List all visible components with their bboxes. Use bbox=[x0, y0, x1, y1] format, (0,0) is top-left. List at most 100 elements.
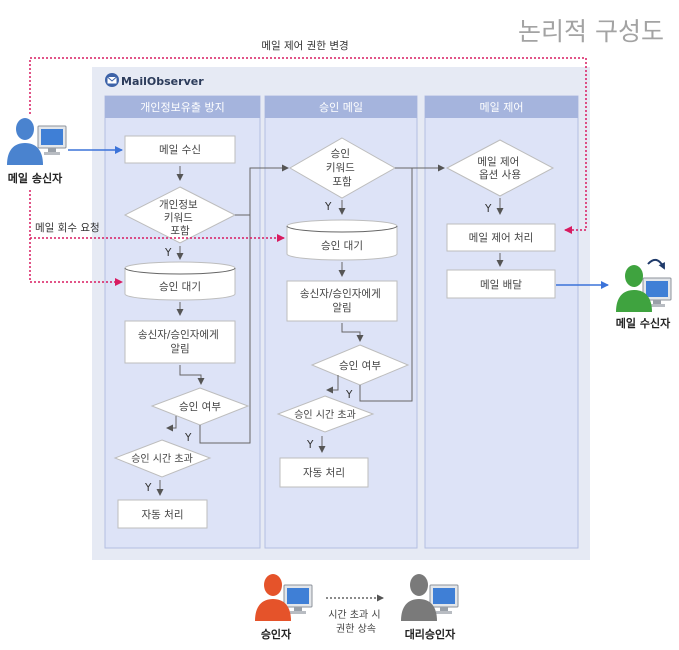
approved-label: 승인 여부 bbox=[179, 401, 221, 413]
label-line: 키워드 bbox=[326, 161, 355, 174]
control-option-decision bbox=[445, 139, 555, 197]
sender-actor: 메일 송신자 bbox=[7, 118, 67, 185]
privacy-keyword-label: 개인정보 키워드 포함 bbox=[159, 199, 201, 237]
recall-request-label: 메일 회수 요청 bbox=[35, 221, 100, 234]
approval-wait-queue bbox=[286, 219, 398, 261]
notify-label: 송신자/승인자에게 알림 bbox=[138, 329, 222, 355]
flow-arrow bbox=[326, 375, 339, 394]
receive-mail-label: 메일 수신 bbox=[159, 143, 201, 156]
approval-keyword-label: 승인 키워드 포함 bbox=[326, 148, 358, 188]
label-line: 개인정보 bbox=[159, 199, 198, 211]
monitor-stand bbox=[294, 607, 302, 611]
approval-keyword-decision bbox=[288, 137, 397, 199]
mailobserver-logo: MailObserver bbox=[105, 73, 204, 88]
timeout-decision bbox=[276, 395, 375, 433]
monitor-stand bbox=[653, 300, 661, 304]
connector-line bbox=[359, 168, 413, 402]
notify-box bbox=[286, 280, 398, 322]
label-line: 포함 bbox=[332, 176, 352, 188]
screen bbox=[287, 588, 309, 604]
privacy-keyword-decision bbox=[123, 186, 237, 244]
control-process-box bbox=[446, 223, 556, 252]
column-header bbox=[105, 96, 260, 118]
label-line: 승인 bbox=[331, 148, 350, 160]
timeout-decision bbox=[113, 439, 212, 478]
yes-label: Y bbox=[345, 389, 353, 401]
envelope-logo-icon bbox=[105, 73, 119, 87]
approval-wait-label: 승인 대기 bbox=[321, 240, 363, 252]
label-line: 메일 제어 bbox=[477, 155, 519, 168]
delegate-actor: 대리승인자 bbox=[401, 574, 459, 641]
auto-process-label: 자동 처리 bbox=[303, 467, 345, 479]
notify-box bbox=[124, 320, 236, 364]
control-option-label: 메일 제어 옵션 사용 bbox=[477, 155, 522, 181]
connector-arrow-to-approval bbox=[199, 164, 289, 444]
person-head bbox=[625, 265, 643, 287]
label-line: 알림 bbox=[332, 302, 351, 314]
note-line: 시간 초과 시 bbox=[328, 609, 380, 621]
person-body bbox=[616, 290, 652, 312]
label-line: 송신자/승인자에게 bbox=[300, 288, 381, 300]
approval-wait-queue bbox=[124, 261, 236, 301]
diagram-title: 논리적 구성도 bbox=[518, 17, 664, 46]
user-computer-icon bbox=[255, 574, 313, 621]
queue-rim bbox=[124, 267, 236, 275]
column-header bbox=[425, 96, 578, 118]
user-computer-refresh-icon bbox=[616, 258, 672, 312]
column-header-label: 메일 제어 bbox=[480, 100, 524, 114]
sender-label: 메일 송신자 bbox=[8, 171, 63, 185]
yes-label: Y bbox=[144, 482, 152, 494]
auto-process-box bbox=[279, 457, 369, 488]
flow-arrow bbox=[341, 323, 364, 342]
screen bbox=[433, 588, 455, 604]
screen bbox=[646, 281, 668, 297]
column-header-label: 승인 메일 bbox=[319, 100, 363, 114]
monitor-stand bbox=[440, 607, 448, 611]
refresh-arrow-icon bbox=[647, 258, 665, 270]
monitor-base bbox=[44, 152, 60, 155]
approved-label: 승인 여부 bbox=[339, 360, 381, 372]
receiver-actor: 메일 수신자 bbox=[616, 258, 672, 330]
person-head bbox=[410, 574, 428, 596]
column-header-label: 개인정보유출 방지 bbox=[140, 101, 224, 114]
yes-label: Y bbox=[184, 432, 192, 444]
receive-mail-box bbox=[124, 135, 236, 164]
monitor-base bbox=[436, 611, 452, 614]
yes-label: Y bbox=[484, 203, 492, 215]
control-process-label: 메일 제어 처리 bbox=[469, 231, 534, 244]
person-body bbox=[401, 599, 437, 621]
logo-text: MailObserver bbox=[121, 75, 204, 88]
approval-flow: 승인 키워드 포함 Y 승인 대기 송신자/승인자에게 알림 승인 여부 Y 승… bbox=[276, 137, 410, 488]
person-head bbox=[16, 118, 34, 140]
person-head bbox=[264, 574, 282, 596]
notify-label: 송신자/승인자에게 알림 bbox=[300, 288, 384, 314]
auto-process-box bbox=[117, 499, 208, 529]
flow-arrow bbox=[179, 365, 205, 385]
yes-label: Y bbox=[324, 201, 332, 213]
delegate-label: 대리승인자 bbox=[405, 627, 456, 641]
receiver-label: 메일 수신자 bbox=[616, 316, 671, 330]
user-computer-icon bbox=[7, 118, 67, 165]
auto-process-label: 자동 처리 bbox=[142, 509, 184, 521]
deliver-mail-label: 메일 배달 bbox=[480, 278, 522, 291]
control-change-connector bbox=[29, 57, 587, 234]
control-flow: 메일 제어 옵션 사용 Y 메일 제어 처리 메일 배달 bbox=[445, 139, 556, 299]
timeout-label: 승인 시간 초과 bbox=[294, 409, 356, 421]
yes-label: Y bbox=[306, 439, 314, 451]
note-line: 권한 상속 bbox=[336, 623, 376, 635]
inherit-note: 시간 초과 시 권한 상속 bbox=[328, 609, 384, 635]
control-change-label: 메일 제어 권한 변경 bbox=[261, 39, 348, 52]
person-body bbox=[7, 143, 43, 165]
monitor-stand bbox=[48, 148, 56, 152]
column-header bbox=[265, 96, 417, 118]
approval-wait-label: 승인 대기 bbox=[159, 281, 201, 293]
monitor-base bbox=[649, 304, 665, 307]
timeout-label: 승인 시간 초과 bbox=[131, 453, 193, 465]
flow-arrow bbox=[166, 416, 177, 432]
label-line: 옵션 사용 bbox=[479, 169, 521, 181]
yes-label: Y bbox=[164, 247, 172, 259]
screen bbox=[41, 129, 63, 145]
label-line: 송신자/승인자에게 bbox=[138, 329, 219, 341]
label-line: 알림 bbox=[170, 343, 189, 355]
